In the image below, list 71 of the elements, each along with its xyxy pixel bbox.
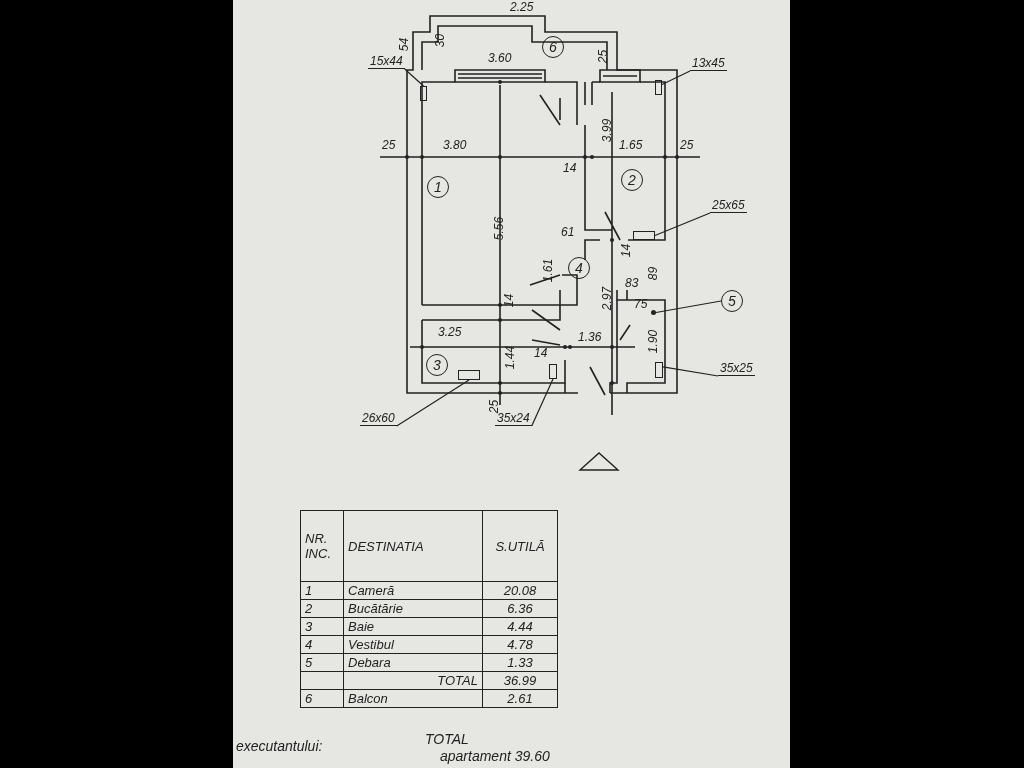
leader-line <box>404 68 425 87</box>
dimension-label: 14 <box>620 243 634 258</box>
leader-line <box>396 379 470 427</box>
table-cell: Cameră <box>343 581 483 600</box>
dimension-label: 30 <box>434 33 448 48</box>
point-dot <box>651 310 656 315</box>
table-cell: 20.08 <box>482 581 558 600</box>
table-cell: Bucătărie <box>343 599 483 618</box>
dimension-label: 1.65 <box>619 139 643 152</box>
table-cell: 1 <box>300 581 344 600</box>
niche-box <box>549 364 557 379</box>
table-cell: 6.36 <box>482 599 558 618</box>
table-cell: Debara <box>343 653 483 672</box>
dimension-label: 61 <box>561 226 575 239</box>
table-cell: NR. INC. <box>300 510 344 582</box>
table-cell: S.UTILĂ <box>482 510 558 582</box>
dimension-label: 14 <box>534 347 548 360</box>
dimension-label: 35x24 <box>495 412 532 426</box>
table-cell: 2 <box>300 599 344 618</box>
table-cell: 4.44 <box>482 617 558 636</box>
dimension-label: 75 <box>634 298 648 311</box>
leader-line <box>531 378 554 427</box>
dimension-label: 1.36 <box>578 331 602 344</box>
niche-box <box>655 362 663 378</box>
dimension-label: 1.90 <box>647 329 661 354</box>
dimension-label: 3.60 <box>488 52 512 65</box>
leader-line <box>655 300 722 314</box>
dimension-label: 5.56 <box>493 216 507 241</box>
dimension-label: 1.61 <box>542 258 556 283</box>
leader-line <box>654 212 711 237</box>
table-cell: 6 <box>300 689 344 708</box>
niche-box <box>458 370 480 380</box>
niche-box <box>655 80 662 95</box>
table-cell: 36.99 <box>482 671 558 690</box>
handwritten-note: apartament 39.60 <box>440 750 550 763</box>
table-cell: 4 <box>300 635 344 654</box>
dimension-label: 3.99 <box>601 118 615 143</box>
dimension-label: 13x45 <box>690 57 727 71</box>
dimension-label: 89 <box>647 266 661 281</box>
dimension-label: 2.97 <box>601 286 615 311</box>
note-text: executantului: <box>236 740 323 753</box>
dimension-label: 83 <box>625 277 639 290</box>
dimension-label: 3.25 <box>438 326 462 339</box>
dimension-label: 15x44 <box>368 55 405 69</box>
table-cell: 3 <box>300 617 344 636</box>
table-cell: Balcon <box>343 689 483 708</box>
table-cell: Baie <box>343 617 483 636</box>
dimension-label: 35x25 <box>718 362 755 376</box>
leader-line <box>662 366 719 377</box>
table-cell: DESTINATIA <box>343 510 483 582</box>
table-cell: 1.33 <box>482 653 558 672</box>
table-cell: Vestibul <box>343 635 483 654</box>
dimension-label: 25 <box>597 49 611 64</box>
table-cell: TOTAL <box>343 671 483 690</box>
table-cell: 2.61 <box>482 689 558 708</box>
leader-line <box>661 70 691 86</box>
dimension-label: 2.25 <box>510 1 534 14</box>
dimension-label: 25 <box>488 399 502 414</box>
table-cell: 4.78 <box>482 635 558 654</box>
dimension-label: 3.80 <box>443 139 467 152</box>
dimension-label: 54 <box>398 37 412 52</box>
table-cell: 5 <box>300 653 344 672</box>
dimension-label: 25x65 <box>710 199 747 213</box>
niche-box <box>420 86 427 101</box>
handwritten-note: TOTAL <box>425 733 469 746</box>
dimension-label: 25 <box>382 139 396 152</box>
dimension-label: 14 <box>563 162 577 175</box>
dimension-label: 14 <box>503 293 517 308</box>
niche-box <box>633 231 655 240</box>
dimension-label: 25 <box>680 139 694 152</box>
dimension-label: 26x60 <box>360 412 397 426</box>
